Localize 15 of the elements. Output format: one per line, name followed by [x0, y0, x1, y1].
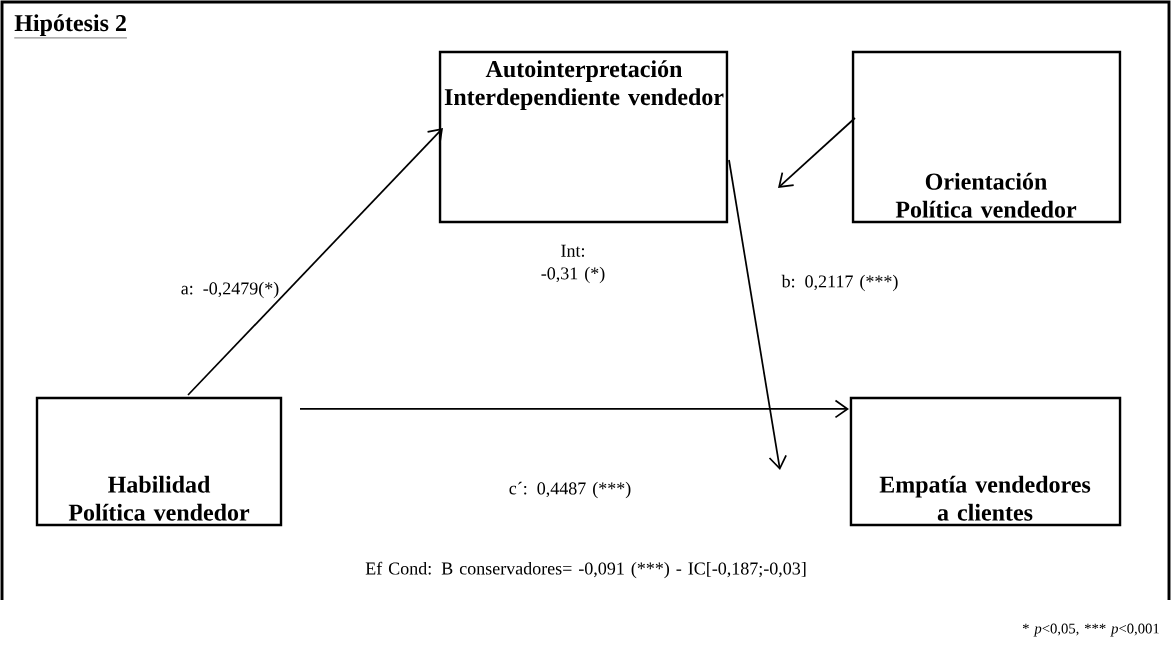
edge-label: b: 0,2117 (***)	[781, 274, 898, 292]
arrow	[187, 128, 443, 396]
footnote: *p<0,05, *** p<0,001	[1022, 623, 1159, 637]
box: Empatía vendedores a clientes	[849, 396, 1122, 527]
box: Autointerpretación Interdependiente vendedor	[438, 50, 729, 224]
title: Hipótesis 2	[14, 14, 128, 39]
arrow	[778, 117, 856, 188]
box: Orientación Política vendedor	[851, 50, 1122, 224]
edge-label: a: -0,2479(*)	[181, 281, 279, 299]
arrow	[728, 159, 787, 470]
note: Ef Cond: B conservadores= -0,091 (***) - IC[-0,187;-0,03]	[365, 561, 806, 579]
edge-label: c´: 0,4487 (***)	[509, 481, 631, 499]
arrow	[299, 399, 849, 419]
box: Habilidad Política vendedor	[35, 396, 283, 527]
note: Int: -0,31 (*)	[541, 244, 605, 284]
